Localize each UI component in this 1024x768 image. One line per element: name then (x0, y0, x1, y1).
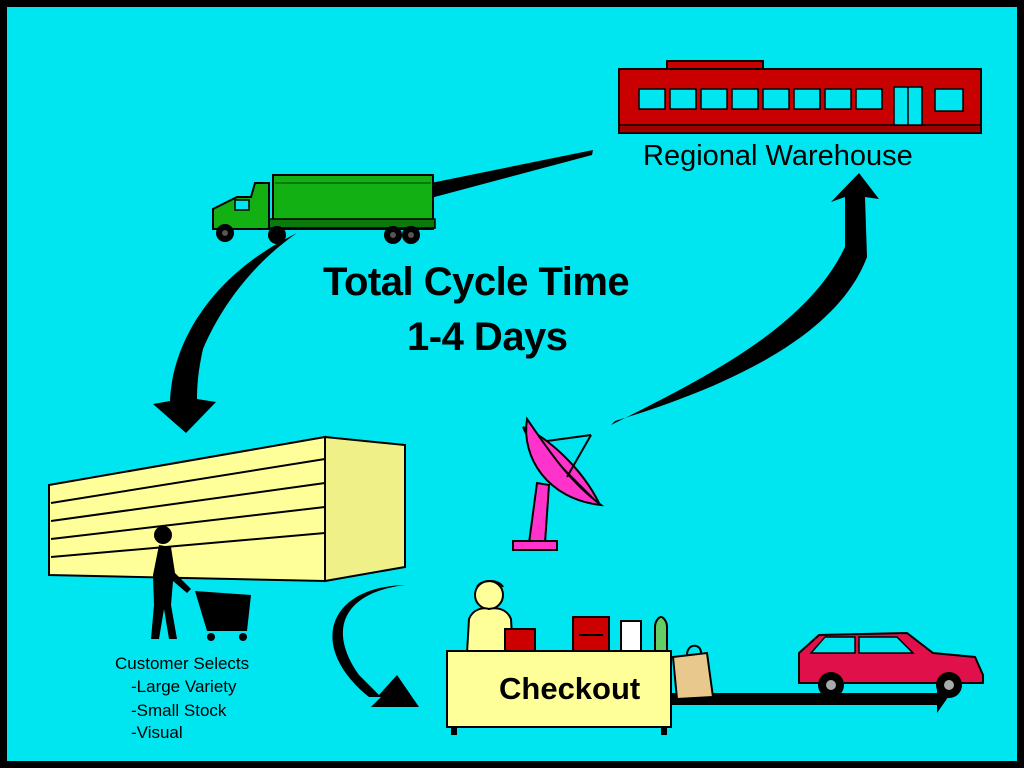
products-icon (504, 615, 715, 701)
warehouse-window (638, 88, 666, 110)
truck-icon (212, 174, 436, 244)
scene-graphics (48, 60, 984, 735)
warehouse-window (762, 88, 790, 110)
customer-selects-item: -Visual (131, 723, 183, 742)
car-icon (798, 631, 984, 698)
customer-selects-item: -Large Variety (131, 677, 237, 696)
checkout-counter-icon (446, 650, 672, 735)
flow-arrow-store-to-checkout (332, 585, 419, 707)
cycle-time-title: Total Cycle Time (323, 260, 630, 304)
warehouse-icon (618, 60, 982, 134)
warehouse-window (731, 88, 759, 110)
satellite-dish-icon (512, 416, 605, 551)
customer-selects-item: -Small Stock (131, 701, 227, 720)
checkout-label: Checkout (499, 671, 641, 706)
warehouse-window (824, 88, 852, 110)
flow-arrow-warehouse-to-truck (421, 150, 593, 199)
shopper-icon (151, 526, 251, 641)
warehouse-label: Regional Warehouse (643, 140, 913, 172)
cycle-time-duration: 1-4 Days (407, 315, 568, 359)
cashier-icon (465, 580, 515, 654)
warehouse-window (855, 88, 883, 110)
customer-selects-heading: Customer Selects (115, 654, 250, 673)
warehouse-window (793, 88, 821, 110)
store-icon (48, 435, 406, 583)
warehouse-window (700, 88, 728, 110)
flow-arrow-truck-to-store (153, 233, 297, 433)
flow-arrow-dish-to-warehouse (611, 173, 879, 425)
warehouse-window (669, 88, 697, 110)
flow-arrow-checkout-to-car (671, 685, 951, 713)
